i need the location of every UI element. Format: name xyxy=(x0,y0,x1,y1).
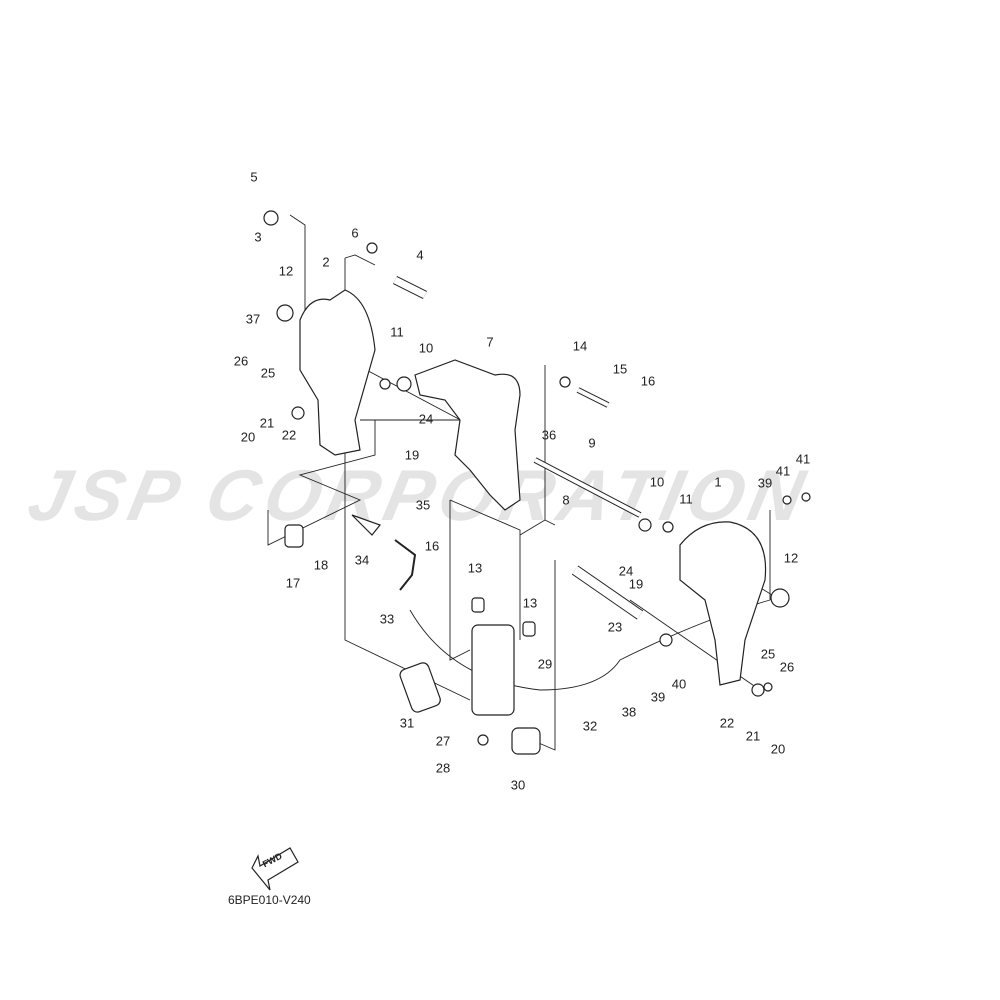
part-callout-8: 8 xyxy=(562,492,570,508)
part-callout-16: 16 xyxy=(424,538,440,554)
part-callout-32: 32 xyxy=(582,718,598,734)
part-callout-41: 41 xyxy=(775,463,791,479)
part-callout-13: 13 xyxy=(522,595,538,611)
part-callout-22: 22 xyxy=(719,715,735,731)
swivel-bracket xyxy=(414,359,521,511)
bushing-30 xyxy=(511,727,541,755)
part-callout-19: 19 xyxy=(404,447,420,463)
tilt-cylinder xyxy=(471,624,515,716)
part-callout-28: 28 xyxy=(435,760,451,776)
part-callout-16: 16 xyxy=(640,373,656,389)
part-callout-11: 11 xyxy=(390,324,404,340)
part-callout-4: 4 xyxy=(416,247,424,263)
part-callout-2: 2 xyxy=(322,254,330,270)
part-callout-3: 3 xyxy=(254,229,262,245)
clamp-bracket-left xyxy=(299,289,376,456)
part-callout-18: 18 xyxy=(313,557,329,573)
part-callout-21: 21 xyxy=(745,728,761,744)
part-callout-12: 12 xyxy=(278,263,294,279)
part-callout-24: 24 xyxy=(418,411,434,427)
part-callout-12: 12 xyxy=(783,550,799,566)
part-callout-25: 25 xyxy=(260,365,276,381)
drawing-code: 6BPE010-V240 xyxy=(228,893,311,907)
part-callout-17: 17 xyxy=(285,575,301,591)
part-callout-22: 22 xyxy=(281,427,297,443)
part-callout-10: 10 xyxy=(418,340,434,356)
part-callout-38: 38 xyxy=(621,704,637,720)
part-callout-10: 10 xyxy=(649,474,665,490)
clamp-bracket-right xyxy=(679,521,767,686)
part-callout-33: 33 xyxy=(379,611,395,627)
part-callout-1: 1 xyxy=(714,474,722,490)
part-callout-27: 27 xyxy=(435,733,451,749)
part-callout-20: 20 xyxy=(240,429,256,445)
part-callout-11: 11 xyxy=(679,491,693,507)
part-callout-14: 14 xyxy=(572,338,588,354)
part-callout-31: 31 xyxy=(399,715,415,731)
part-callout-36: 36 xyxy=(541,427,557,443)
part-callout-23: 23 xyxy=(607,619,623,635)
part-callout-37: 37 xyxy=(245,311,261,327)
part-callout-39: 39 xyxy=(650,689,666,705)
spacer-31 xyxy=(399,662,441,713)
part-callout-41: 41 xyxy=(795,451,811,467)
part-callout-20: 20 xyxy=(770,741,786,757)
part-callout-34: 34 xyxy=(354,552,370,568)
part-callout-9: 9 xyxy=(588,435,596,451)
part-callout-6: 6 xyxy=(351,225,359,241)
fwd-arrow xyxy=(251,847,299,891)
small-parts xyxy=(263,210,811,746)
part-callout-26: 26 xyxy=(779,659,795,675)
part-callout-35: 35 xyxy=(415,497,431,513)
part-callout-13: 13 xyxy=(467,560,483,576)
part-callout-29: 29 xyxy=(537,656,553,672)
part-callout-19: 19 xyxy=(628,576,644,592)
part-callout-25: 25 xyxy=(760,646,776,662)
part-callout-24: 24 xyxy=(618,563,634,579)
part-callout-30: 30 xyxy=(510,777,526,793)
part-callout-5: 5 xyxy=(250,169,258,185)
part-callout-39: 39 xyxy=(757,475,773,491)
part-callout-26: 26 xyxy=(233,353,249,369)
part-callout-7: 7 xyxy=(486,334,494,350)
part-callout-15: 15 xyxy=(612,361,628,377)
part-callout-21: 21 xyxy=(259,415,275,431)
part-callout-40: 40 xyxy=(671,676,687,692)
